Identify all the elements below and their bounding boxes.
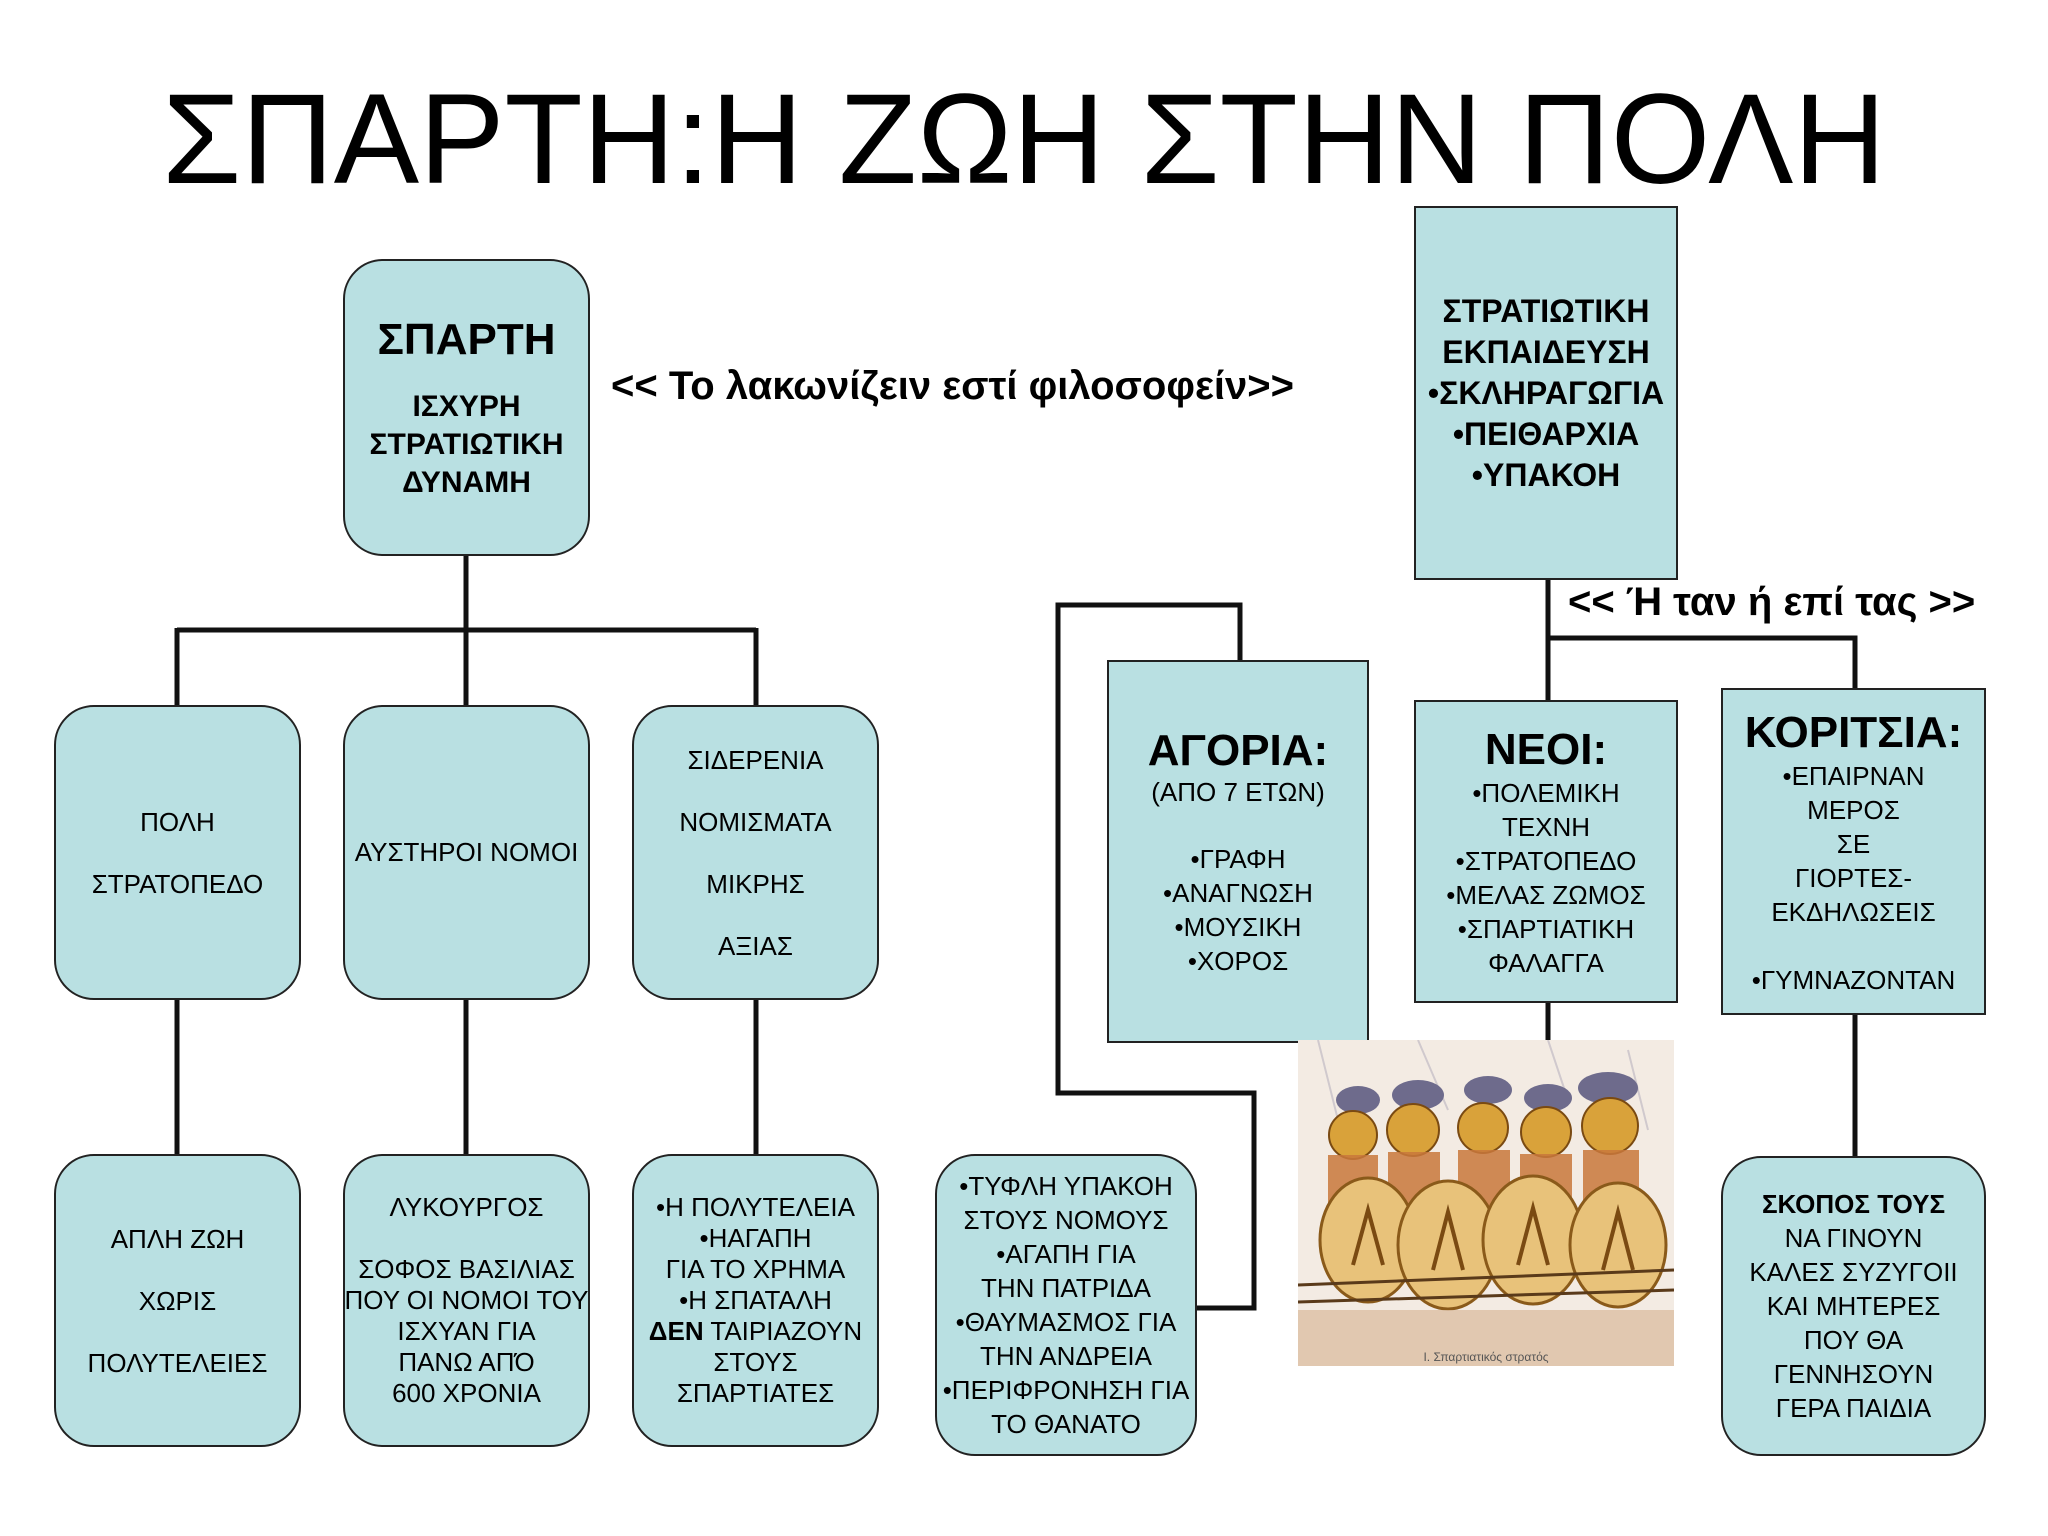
spartan-hoplites-image: I. Σπαρτιατικός στρατός <box>1298 1040 1674 1366</box>
agoria-item: •ΧΟΡΟΣ <box>1187 946 1289 976</box>
skopos-line: ΓΕΝΝΗΣΟΥΝ <box>1773 1359 1934 1389</box>
box-military-education: ΣΤΡΑΤΙΩΤΙΚΗ ΕΚΠΑΙΔΕΥΣΗ •ΣΚΛΗΡΑΓΩΓΙΑ •ΠΕΙ… <box>1414 206 1678 580</box>
typhli-line: ΤΗΝ ΑΝΔΡΕΙΑ <box>980 1341 1152 1371</box>
box-polyteleia: •Η ΠΟΛΥΤΕΛΕΙΑ •ΗΑΓΑΠΗ ΓΙΑ ΤΟ ΧΡΗΜΑ •Η ΣΠ… <box>632 1154 879 1447</box>
sparta-line: ΙΣΧΥΡΗ <box>412 389 521 423</box>
image-caption: I. Σπαρτιατικός στρατός <box>1423 1350 1549 1364</box>
box-neoi: ΝΕΟΙ: •ΠΟΛΕΜΙΚΗ ΤΕΧΝΗ •ΣΤΡΑΤΟΠΕΔΟ •ΜΕΛΑΣ… <box>1414 700 1678 1003</box>
sparta-line: ΔΥΝΑΜΗ <box>402 465 531 499</box>
neoi-item: ΦΑΛΑΓΓΑ <box>1488 947 1604 978</box>
polyteleia-line: ΣΤΟΥΣ <box>713 1347 798 1377</box>
connector-agoria-loop <box>1055 602 1257 1311</box>
box-polis: ΠΟΛΗ ΣΤΡΑΤΟΠΕΔΟ <box>54 705 301 1000</box>
skopos-line: ΚΑΛΕΣ ΣΥΖΥΓΟΙΙ <box>1749 1257 1958 1287</box>
polyteleia-line: •ΗΑΓΑΠΗ <box>699 1223 812 1253</box>
box-lykourgos: ΛΥΚΟΥΡΓΟΣ ΣΟΦΟΣ ΒΑΣΙΛΙΑΣ ΠΟΥ ΟΙ ΝΟΜΟΙ ΤΟ… <box>343 1154 590 1447</box>
military-line: •ΠΕΙΘΑΡΧΙΑ <box>1452 415 1640 452</box>
skopos-heading: ΣΚΟΠΟΣ ΤΟΥΣ <box>1761 1189 1946 1219</box>
box-apli-zoi: ΑΠΛΗ ΖΩΗ ΧΩΡΙΣ ΠΟΛΥΤΕΛΕΙΕΣ <box>54 1154 301 1447</box>
hoplites-illustration <box>1298 1040 1674 1366</box>
typhli-line: •ΘΑΥΜΑΣΜΟΣ ΓΙΑ <box>955 1307 1177 1337</box>
apli-line: ΠΟΛΥΤΕΛΕΙΕΣ <box>87 1347 268 1378</box>
polyteleia-line: •Η ΣΠΑΤΑΛΗ <box>679 1285 832 1315</box>
sparta-line: ΣΤΡΑΤΙΩΤΙΚΗ <box>369 427 564 461</box>
agoria-item: •ΑΝΑΓΝΩΣΗ <box>1163 878 1313 908</box>
lykourgos-line: ΠΟΥ ΟΙ ΝΟΜΟΙ ΤΟΥ <box>344 1285 589 1315</box>
koritsia-item: •ΓΥΜΝΑΖΟΝΤΑΝ <box>1751 964 1956 995</box>
agoria-heading: ΑΓΟΡΙΑ: <box>1147 726 1329 775</box>
typhli-line: ΤΟ ΘΑΝΑΤΟ <box>991 1409 1141 1439</box>
koritsia-item: ΜΕΡΟΣ <box>1807 794 1900 825</box>
neoi-heading: ΝΕΟΙ: <box>1484 724 1608 774</box>
typhli-line: •ΠΕΡΙΦΡΟΝΗΣΗ ΓΙΑ <box>942 1375 1190 1405</box>
nomismata-line: ΝΟΜΙΣΜΑΤΑ <box>679 806 832 837</box>
neoi-item: •ΜΕΛΑΣ ΖΩΜΟΣ <box>1446 879 1646 910</box>
box-sparta: ΣΠΑΡΤΗ ΙΣΧΥΡΗ ΣΤΡΑΤΙΩΤΙΚΗ ΔΥΝΑΜΗ <box>343 259 590 556</box>
lykourgos-line: ΠΑΝΩ ΑΠΌ <box>398 1347 535 1377</box>
lykourgos-line: ΣΟΦΟΣ ΒΑΣΙΛΙΑΣ <box>358 1254 575 1284</box>
typhli-line: ΤΗΝ ΠΑΤΡΙΔΑ <box>980 1273 1151 1303</box>
skopos-line: ΝΑ ΓΙΝΟΥΝ <box>1784 1223 1923 1253</box>
nomismata-line: ΜΙΚΡΗΣ <box>706 868 805 899</box>
box-typhli-ypakoi: •ΤΥΦΛΗ ΥΠΑΚΟΗ ΣΤΟΥΣ ΝΟΜΟΥΣ •ΑΓΑΠΗ ΓΙΑ ΤΗ… <box>935 1154 1197 1456</box>
agoria-item: •ΜΟΥΣΙΚΗ <box>1174 912 1302 942</box>
agoria-subtitle: (ΑΠΟ 7 ΕΤΩΝ) <box>1151 777 1325 807</box>
typhli-line: •ΤΥΦΛΗ ΥΠΑΚΟΗ <box>959 1171 1173 1201</box>
polyteleia-bold-word: ΔΕΝ <box>648 1316 704 1346</box>
lykourgos-line: 600 ΧΡΟΝΙΑ <box>392 1378 541 1408</box>
lykourgos-line: ΙΣΧΥΑΝ ΓΙΑ <box>397 1316 536 1346</box>
nomismata-line: ΑΞΙΑΣ <box>718 930 793 961</box>
neoi-item: •ΣΠΑΡΤΙΑΤΙΚΗ <box>1457 913 1635 944</box>
motto-right: << Ή ταν ή επί τας >> <box>1568 580 1976 624</box>
polis-line: ΠΟΛΗ <box>140 806 215 837</box>
koritsia-heading: ΚΟΡΙΤΣΙΑ: <box>1744 707 1963 757</box>
typhli-line: ΣΤΟΥΣ ΝΟΜΟΥΣ <box>963 1205 1169 1235</box>
skopos-line: ΚΑΙ ΜΗΤΕΡΕΣ <box>1766 1291 1941 1321</box>
military-line: •ΥΠΑΚΟΗ <box>1471 456 1621 493</box>
agoria-item: •ΓΡΑΦΗ <box>1190 844 1286 874</box>
page-title: ΣΠΑΡΤΗ:Η ΖΩΗ ΣΤΗΝ ΠΟΛΗ <box>162 68 1886 211</box>
neoi-item: •ΣΤΡΑΤΟΠΕΔΟ <box>1455 845 1637 876</box>
typhli-line: •ΑΓΑΠΗ ΓΙΑ <box>996 1239 1136 1269</box>
polyteleia-line: ΔΕΝ ΤΑΙΡΙΑΖΟΥΝ <box>649 1316 862 1347</box>
box-nomoi: ΑΥΣΤΗΡΟΙ ΝΟΜΟΙ <box>343 705 590 1000</box>
koritsia-item: •ΕΠΑΙΡΝΑΝ <box>1782 760 1925 791</box>
lykourgos-line: ΛΥΚΟΥΡΓΟΣ <box>389 1192 544 1222</box>
box-skopos: ΣΚΟΠΟΣ ΤΟΥΣ ΝΑ ΓΙΝΟΥΝ ΚΑΛΕΣ ΣΥΖΥΓΟΙΙ ΚΑΙ… <box>1721 1156 1986 1456</box>
box-agoria: ΑΓΟΡΙΑ: (ΑΠΟ 7 ΕΤΩΝ) •ΓΡΑΦΗ •ΑΝΑΓΝΩΣΗ •Μ… <box>1107 660 1369 1043</box>
koritsia-item: ΓΙΟΡΤΕΣ- <box>1794 862 1913 893</box>
polyteleia-line: ΓΙΑ ΤΟ ΧΡΗΜΑ <box>665 1254 846 1284</box>
apli-line: ΧΩΡΙΣ <box>138 1285 217 1316</box>
nomismata-line: ΣΙΔΕΡΕΝΙΑ <box>687 744 824 775</box>
motto-left: << Το λακωνίζειν εστί φιλοσοφείν>> <box>611 364 1295 408</box>
military-line: ΣΤΡΑΤΙΩΤΙΚΗ <box>1442 292 1650 329</box>
apli-line: ΑΠΛΗ ΖΩΗ <box>110 1223 245 1254</box>
polyteleia-line: •Η ΠΟΛΥΤΕΛΕΙΑ <box>656 1192 855 1222</box>
koritsia-item: ΣΕ <box>1836 828 1871 859</box>
skopos-line: ΓΕΡΑ ΠΑΙΔΙΑ <box>1775 1393 1932 1423</box>
nomoi-line: ΑΥΣΤΗΡΟΙ ΝΟΜΟΙ <box>354 837 579 867</box>
polyteleia-line: ΣΠΑΡΤΙΑΤΕΣ <box>676 1378 835 1408</box>
polis-line: ΣΤΡΑΤΟΠΕΔΟ <box>91 868 264 899</box>
skopos-line: ΠΟΥ ΘΑ <box>1803 1325 1904 1355</box>
connector-sparta-children <box>174 556 759 705</box>
military-line: ΕΚΠΑΙΔΕΥΣΗ <box>1442 333 1650 370</box>
neoi-item: ΤΕΧΝΗ <box>1501 811 1591 842</box>
military-line: •ΣΚΛΗΡΑΓΩΓΙΑ <box>1427 374 1665 411</box>
neoi-item: •ΠΟΛΕΜΙΚΗ <box>1472 777 1620 808</box>
box-nomismata: ΣΙΔΕΡΕΝΙΑ ΝΟΜΙΣΜΑΤΑ ΜΙΚΡΗΣ ΑΞΙΑΣ <box>632 705 879 1000</box>
polyteleia-line-rest: ΤΑΙΡΙΑΖΟΥΝ <box>703 1316 863 1346</box>
connector-military-children <box>1545 580 1858 700</box>
sparta-heading: ΣΠΑΡΤΗ <box>377 314 556 364</box>
koritsia-item: ΕΚΔΗΛΩΣΕΙΣ <box>1771 896 1936 927</box>
box-koritsia: ΚΟΡΙΤΣΙΑ: •ΕΠΑΙΡΝΑΝ ΜΕΡΟΣ ΣΕ ΓΙΟΡΤΕΣ- ΕΚ… <box>1721 688 1986 1015</box>
